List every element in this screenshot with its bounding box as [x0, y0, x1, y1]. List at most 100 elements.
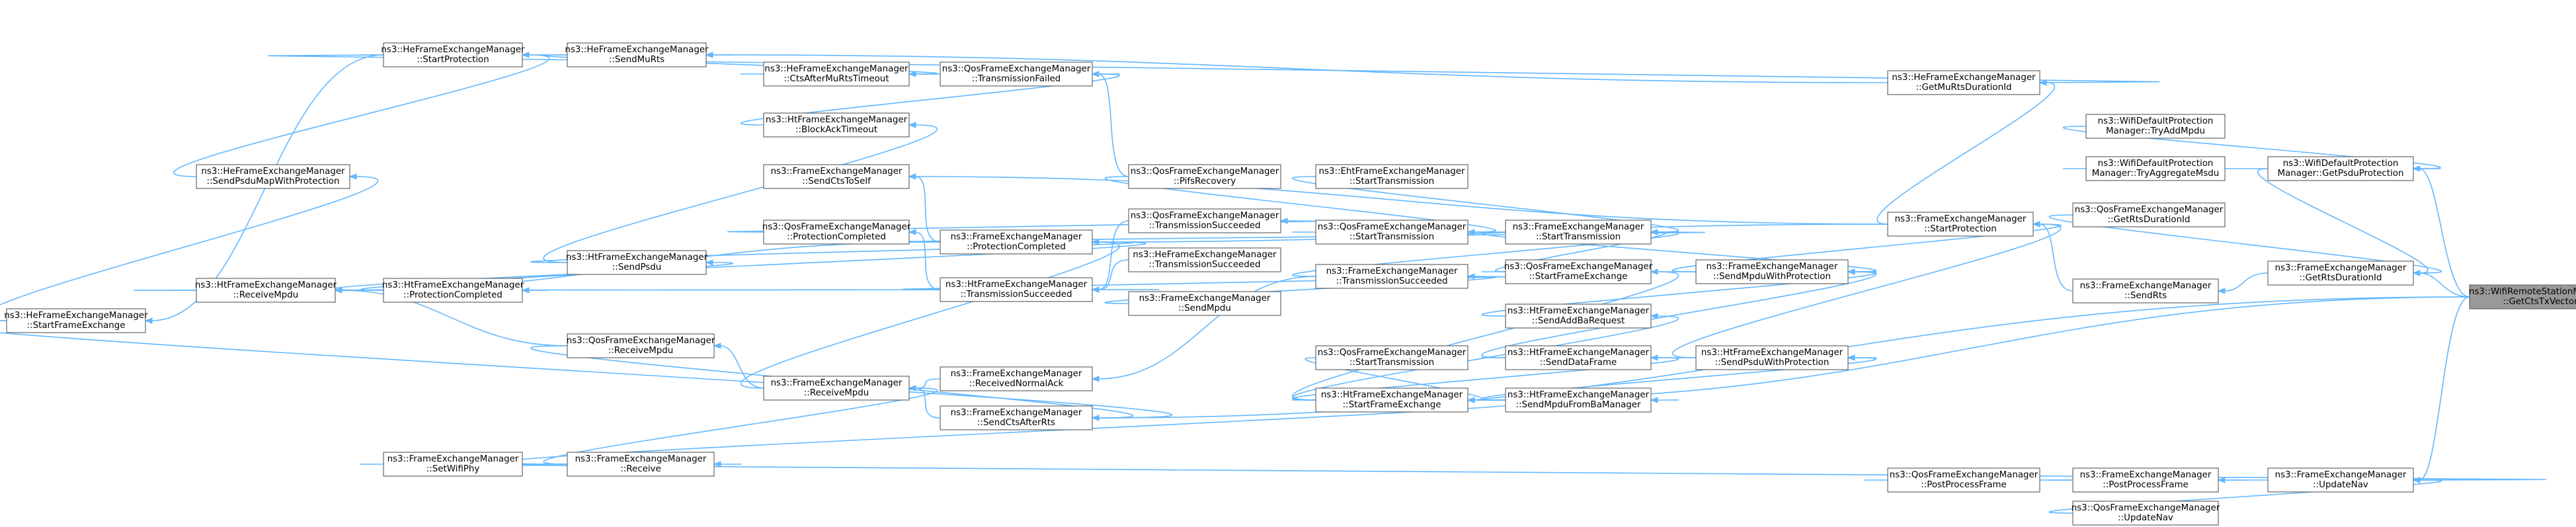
graph-node-qos-ppf[interactable]: ns3::QosFrameExchangeManager::PostProces…: [1887, 467, 2040, 493]
graph-node-box[interactable]: [763, 61, 910, 87]
graph-node-box[interactable]: [1315, 164, 1469, 189]
graph-node-ht-ts[interactable]: ns3::HtFrameExchangeManager::Transmissio…: [940, 277, 1093, 302]
graph-node-box[interactable]: [2469, 284, 2576, 309]
graph-node-he-ctsmr[interactable]: ns3::HeFrameExchangeManager::CtsAfterMuR…: [763, 61, 910, 87]
graph-node-box[interactable]: [2072, 278, 2219, 304]
graph-node-qos-sfe[interactable]: ns3::QosFrameExchangeManager::StartFrame…: [1504, 259, 1653, 284]
graph-node-box[interactable]: [1887, 467, 2040, 493]
graph-node-box[interactable]: [1887, 212, 2034, 237]
graph-node-box[interactable]: [1505, 259, 1652, 284]
graph-node-fem-swp[interactable]: ns3::FrameExchangeManager::SetWifiPhy: [383, 452, 523, 477]
graph-node-box[interactable]: [2072, 501, 2219, 526]
graph-node-ht-spwp[interactable]: ns3::HtFrameExchangeManager::SendPsduWit…: [1695, 345, 1849, 370]
graph-node-box[interactable]: [6, 308, 146, 333]
graph-node-ht-smfbm[interactable]: ns3::HtFrameExchangeManager::SendMpduFro…: [1505, 387, 1652, 413]
graph-node-ht-sp[interactable]: ns3::HtFrameExchangeManager::SendPsdu: [566, 250, 708, 275]
graph-node-wdp-gpp[interactable]: ns3::WifiDefaultProtectionManager::GetPs…: [2267, 156, 2414, 181]
graph-node-box[interactable]: [1128, 164, 1281, 189]
graph-node-fem-sm[interactable]: ns3::FrameExchangeManager::SendMpdu: [1128, 291, 1281, 316]
graph-node-eht-st[interactable]: ns3::EhtFrameExchangeManager::StartTrans…: [1315, 164, 1469, 189]
graph-node-box[interactable]: [567, 333, 715, 358]
graph-node-box[interactable]: [2267, 261, 2414, 286]
graph-node-box[interactable]: [2085, 156, 2226, 181]
graph-node-qos-st2[interactable]: ns3::QosFrameExchangeManager::StartTrans…: [1315, 345, 1469, 370]
graph-node-fem-st[interactable]: ns3::FrameExchangeManager::StartTransmis…: [1505, 220, 1652, 245]
graph-node-box[interactable]: [2267, 156, 2414, 181]
graph-node-he-sp[interactable]: ns3::HeFrameExchangeManager::StartProtec…: [381, 42, 525, 67]
graph-node-box[interactable]: [567, 452, 715, 477]
graph-node-fem-rna[interactable]: ns3::FrameExchangeManager::ReceivedNorma…: [940, 366, 1093, 391]
graph-node-box[interactable]: [763, 112, 910, 138]
graph-node-ht-sdf[interactable]: ns3::HtFrameExchangeManager::SendDataFra…: [1505, 345, 1652, 370]
graph-node-wdp-tam[interactable]: ns3::WifiDefaultProtectionManager::TryAd…: [2085, 114, 2226, 139]
graph-node-fem-rm[interactable]: ns3::FrameExchangeManager::ReceiveMpdu: [763, 376, 910, 401]
graph-node-qos-pc[interactable]: ns3::QosFrameExchangeManager::Protection…: [762, 220, 911, 245]
graph-node-box[interactable]: [1695, 345, 1849, 370]
graph-node-box[interactable]: [383, 278, 523, 303]
graph-node-qos-ts[interactable]: ns3::QosFrameExchangeManager::Transmissi…: [1128, 208, 1281, 233]
graph-node-qos-rm[interactable]: ns3::QosFrameExchangeManager::ReceiveMpd…: [567, 333, 715, 358]
graph-node-box[interactable]: [940, 229, 1093, 255]
graph-node-box[interactable]: [2267, 467, 2414, 493]
graph-node-fem-grd[interactable]: ns3::FrameExchangeManager::GetRtsDuratio…: [2267, 261, 2414, 286]
graph-node-box[interactable]: [1315, 220, 1469, 245]
graph-node-ht-sfe[interactable]: ns3::HtFrameExchangeManager::StartFrameE…: [1315, 387, 1469, 413]
graph-node-qos-grd[interactable]: ns3::QosFrameExchangeManager::GetRtsDura…: [2072, 202, 2226, 227]
graph-node-he-sppm[interactable]: ns3::HeFrameExchangeManager::SendPsduMap…: [196, 164, 350, 189]
graph-node-fem-rcv[interactable]: ns3::FrameExchangeManager::Receive: [567, 452, 715, 477]
graph-node-box[interactable]: [567, 42, 707, 67]
graph-node-fem-ppf[interactable]: ns3::FrameExchangeManager::PostProcessFr…: [2072, 467, 2219, 493]
graph-node-box[interactable]: [196, 164, 350, 189]
graph-node-fem-srts[interactable]: ns3::FrameExchangeManager::SendRts: [2072, 278, 2219, 304]
graph-node-box[interactable]: [1505, 387, 1652, 413]
graph-node-box[interactable]: [2072, 467, 2219, 493]
graph-node-root[interactable]: ns3::WifiRemoteStationManager::GetCtsTxV…: [2469, 284, 2576, 309]
graph-node-box[interactable]: [763, 376, 910, 401]
graph-node-box[interactable]: [1315, 264, 1469, 289]
graph-node-label-line: ::ProtectionCompleted: [787, 232, 886, 242]
call-graph-edges: [0, 52, 2546, 514]
graph-node-box[interactable]: [567, 250, 707, 275]
graph-node-box[interactable]: [2085, 114, 2226, 139]
graph-node-box[interactable]: [1128, 247, 1281, 272]
graph-node-box[interactable]: [1315, 387, 1469, 413]
graph-node-he-smpp[interactable]: ns3::HeFrameExchangeManager::StartFrameE…: [4, 308, 148, 333]
graph-node-ht-rm[interactable]: ns3::HtFrameExchangeManager::ReceiveMpdu: [195, 278, 337, 303]
graph-node-he-smr[interactable]: ns3::HeFrameExchangeManager::SendMuRts: [565, 42, 709, 67]
graph-node-box[interactable]: [763, 164, 910, 189]
graph-node-box[interactable]: [2072, 202, 2226, 227]
graph-node-box[interactable]: [383, 452, 523, 477]
graph-node-qos-tf[interactable]: ns3::QosFrameExchangeManager::Transmissi…: [940, 61, 1093, 87]
graph-node-box[interactable]: [940, 61, 1093, 87]
graph-node-he-gmrd[interactable]: ns3::HeFrameExchangeManager::GetMuRtsDur…: [1887, 70, 2040, 95]
graph-node-qos-st[interactable]: ns3::QosFrameExchangeManager::StartTrans…: [1315, 220, 1469, 245]
graph-node-qos-pr[interactable]: ns3::QosFrameExchangeManager::PifsRecove…: [1128, 164, 1281, 189]
graph-node-fem-ts[interactable]: ns3::FrameExchangeManager::TransmissionS…: [1315, 264, 1469, 289]
graph-node-ht-pc[interactable]: ns3::HtFrameExchangeManager::ProtectionC…: [382, 278, 524, 303]
graph-node-fem-spr[interactable]: ns3::FrameExchangeManager::StartProtecti…: [1887, 212, 2034, 237]
graph-node-box[interactable]: [940, 405, 1093, 430]
graph-node-fem-smwp[interactable]: ns3::FrameExchangeManager::SendMpduWithP…: [1695, 259, 1849, 284]
graph-node-fem-un[interactable]: ns3::FrameExchangeManager::UpdateNav: [2267, 467, 2414, 493]
graph-node-box[interactable]: [763, 220, 910, 245]
graph-node-box[interactable]: [196, 278, 336, 303]
graph-node-box[interactable]: [1887, 70, 2040, 95]
graph-node-box[interactable]: [1505, 304, 1652, 329]
graph-node-fem-scar[interactable]: ns3::FrameExchangeManager::SendCtsAfterR…: [940, 405, 1093, 430]
graph-node-ht-bat[interactable]: ns3::HtFrameExchangeManager::BlockAckTim…: [763, 112, 910, 138]
graph-node-box[interactable]: [1505, 220, 1652, 245]
graph-node-box[interactable]: [1128, 208, 1281, 233]
graph-node-ht-sabr[interactable]: ns3::HtFrameExchangeManager::SendAddBaRe…: [1505, 304, 1652, 329]
graph-node-box[interactable]: [1505, 345, 1652, 370]
graph-node-box[interactable]: [1695, 259, 1849, 284]
graph-node-qos-un[interactable]: ns3::QosFrameExchangeManager::UpdateNav: [2072, 501, 2220, 526]
graph-node-box[interactable]: [383, 42, 523, 67]
graph-node-box[interactable]: [1128, 291, 1281, 316]
graph-node-box[interactable]: [1315, 345, 1469, 370]
graph-node-fem-scts[interactable]: ns3::FrameExchangeManager::SendCtsToSelf: [763, 164, 910, 189]
graph-node-box[interactable]: [940, 277, 1093, 302]
graph-node-wdp-tagm[interactable]: ns3::WifiDefaultProtectionManager::TryAg…: [2085, 156, 2226, 181]
graph-node-fem-pc[interactable]: ns3::FrameExchangeManager::ProtectionCom…: [940, 229, 1093, 255]
graph-node-box[interactable]: [940, 366, 1093, 391]
graph-node-he-ts[interactable]: ns3::HeFrameExchangeManager::Transmissio…: [1128, 247, 1281, 272]
